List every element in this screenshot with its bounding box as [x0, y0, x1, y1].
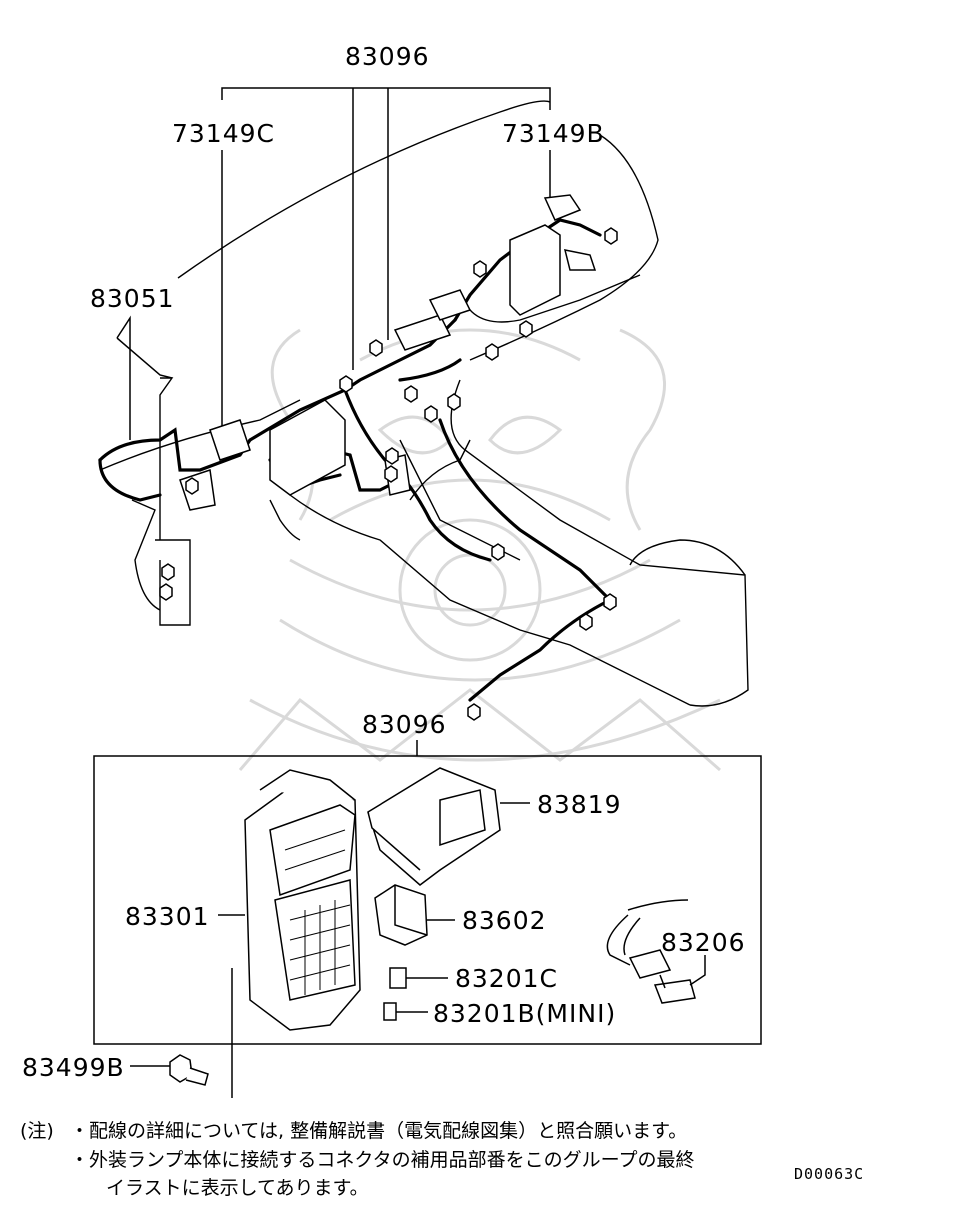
label-83819: 83819 [537, 790, 622, 819]
label-83201b-mini: 83201B(MINI) [433, 999, 617, 1028]
dashboard-outline [99, 100, 749, 707]
label-73149c: 73149C [172, 119, 275, 148]
note-line-3: イラストに表示してあります。 [106, 1177, 369, 1199]
label-83206: 83206 [661, 928, 746, 957]
harness-components [179, 194, 597, 511]
bolt-part [169, 1054, 209, 1086]
label-73149b: 73149B [502, 119, 605, 148]
detail-box [93, 755, 762, 1045]
cover-part [367, 767, 501, 886]
watermark-emblem [238, 328, 721, 772]
drawing-code: D00063C [794, 1165, 865, 1183]
label-83301: 83301 [125, 902, 210, 931]
note-prefix: (注) [20, 1120, 54, 1142]
connector-nubs [159, 227, 618, 721]
note-line-1: ・配線の詳細については, 整備解説書（電気配線図集）と照合願います。 [70, 1120, 688, 1142]
note-line-2: ・外装ランプ本体に接続するコネクタの補用品部番をこのグループの最終 [70, 1149, 695, 1171]
label-83096-top: 83096 [345, 42, 430, 71]
label-83499b: 83499B [22, 1053, 125, 1082]
label-83602: 83602 [462, 906, 547, 935]
label-83096-box: 83096 [362, 710, 447, 739]
relay-part [374, 884, 428, 946]
leader-lines-top [116, 87, 551, 440]
small-harness [606, 899, 696, 1004]
label-83201c: 83201C [455, 964, 558, 993]
label-83051: 83051 [90, 284, 175, 313]
leader-83206 [689, 955, 706, 986]
junction-block [244, 769, 361, 1031]
fuse-parts [383, 967, 407, 1021]
